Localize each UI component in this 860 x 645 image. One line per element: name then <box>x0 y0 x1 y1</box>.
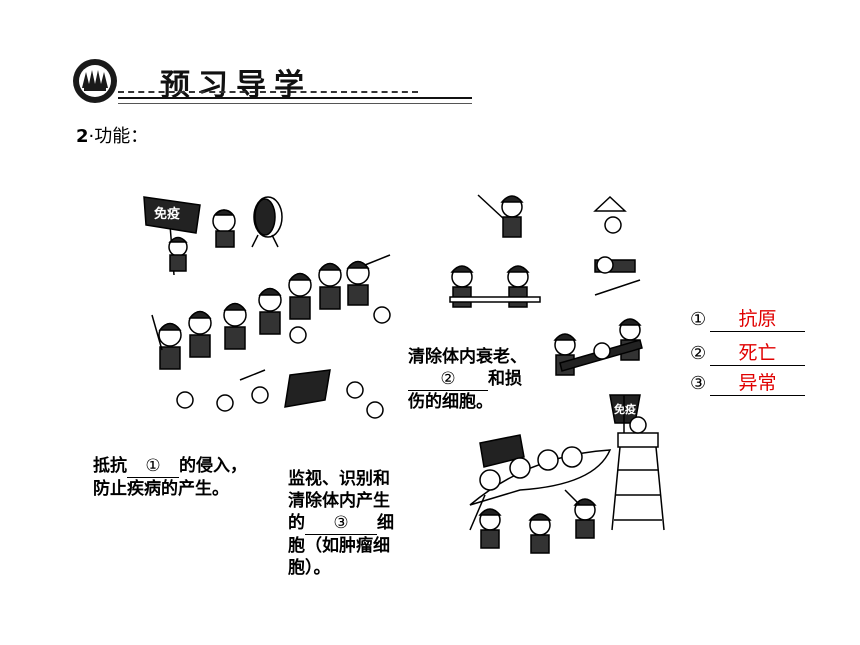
section-number: 2 <box>76 126 89 147</box>
caption-defense-pre: 抵抗 <box>93 456 127 476</box>
header-dashed-line <box>118 91 418 93</box>
answer-2-text: 死亡 <box>710 338 805 366</box>
header-underline <box>118 97 472 104</box>
section-heading: 2·功能： <box>76 122 148 148</box>
stretcher-team-top <box>449 265 541 308</box>
caption-homeostasis-line3: 伤的细胞。 <box>408 392 493 412</box>
caption-surveillance-line3-pre: 的 <box>288 513 305 533</box>
answer-2-marker: ② <box>690 343 707 364</box>
answer-3-text: 异常 <box>710 368 805 396</box>
blank-3: ③ <box>305 512 377 535</box>
caption-defense-post: 的侵入， <box>179 456 247 476</box>
stretcher-team-middle <box>553 318 643 376</box>
pathogen-figures <box>176 306 391 419</box>
caption-surveillance-line4: 胞（如肿瘤细 <box>288 536 390 556</box>
flag-text-left: 免疫 <box>154 206 180 222</box>
caption-defense-line2: 防止疾病的产生。 <box>93 479 229 499</box>
blank-2: ② <box>408 368 488 391</box>
caption-surveillance-line3-post: 细 <box>377 513 394 533</box>
section-label: ·功能： <box>88 126 149 147</box>
flag-text-tower: 免疫 <box>614 402 636 416</box>
caption-surveillance-line5: 胞）。 <box>288 558 331 578</box>
answer-1-text: 抗原 <box>710 304 805 332</box>
answer-3-marker: ③ <box>690 373 707 394</box>
answer-1-marker: ① <box>690 309 707 330</box>
soldier-army <box>151 254 391 370</box>
caption-surveillance-line2: 清除体内产生 <box>288 491 390 511</box>
watch-tower <box>609 394 665 531</box>
blank-1: ① <box>127 455 179 478</box>
skirmish-scene <box>469 434 612 554</box>
flag-bearer-figure <box>143 196 201 276</box>
caption-surveillance-line1: 监视、识别和 <box>288 469 390 489</box>
section-logo-icon <box>73 59 117 103</box>
immune-function-illustration: 免疫 免疫 <box>143 194 665 554</box>
drum-figure <box>212 196 283 248</box>
caption-homeostasis-line2-post: 和损 <box>488 369 522 389</box>
caption-homeostasis-line1: 清除体内衰老、 <box>408 347 527 367</box>
spear-soldier <box>477 194 641 296</box>
